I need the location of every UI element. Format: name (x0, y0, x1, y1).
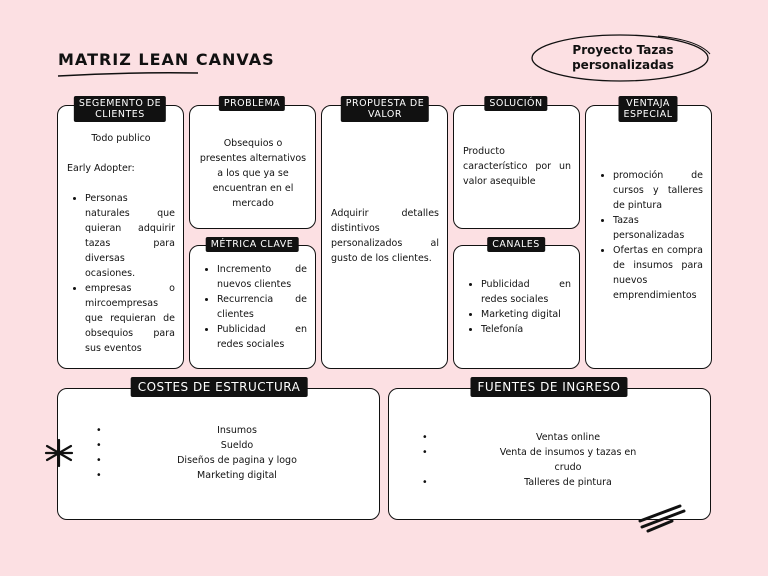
solucion-tag: SOLUCIÓN (484, 96, 548, 111)
list-item: Marketing digital (96, 468, 308, 483)
segmento-list: Personas naturales que quieran adquirir … (67, 191, 175, 356)
list-item: promoción de cursos y talleres de pintur… (613, 168, 703, 213)
ventaja-list: promoción de cursos y talleres de pintur… (595, 168, 703, 303)
metrica-tag: MÉTRICA CLAVE (205, 237, 299, 252)
canales-content: Publicidad en redes sociales Marketing d… (463, 277, 571, 337)
ventaja-card (585, 105, 712, 369)
fuentes-content: Ventas online Venta de insumos y tazas e… (422, 430, 644, 490)
problema-text: Obsequios o presentes alternativos a los… (199, 138, 307, 209)
ventaja-content: promoción de cursos y talleres de pintur… (595, 168, 703, 303)
costes-content: Insumos Sueldo Diseños de pagina y logo … (96, 423, 308, 483)
project-name: Proyecto Tazas personalizadas (548, 43, 698, 73)
ventaja-tag: VENTAJA ESPECIAL (618, 96, 678, 122)
list-item: Diseños de pagina y logo (96, 453, 308, 468)
list-item: Tazas personalizadas (613, 213, 703, 243)
fuentes-tag: FUENTES DE INGRESO (470, 377, 628, 397)
problema-tag: PROBLEMA (218, 96, 286, 111)
list-item: empresas o mircoempresas que requieran d… (85, 281, 175, 356)
asterisk-doodle-icon (44, 438, 74, 468)
project-oval (531, 34, 711, 82)
propuesta-card (321, 105, 448, 369)
list-item: Marketing digital (481, 307, 571, 322)
costes-card (57, 388, 380, 520)
segmento-tag-line2: CLIENTES (95, 109, 145, 120)
project-name-line1: Proyecto Tazas (572, 43, 674, 57)
metrica-card (189, 245, 316, 369)
propuesta-tag: PROPUESTA DE VALOR (340, 96, 430, 122)
segmento-content: Todo publico Early Adopter: Personas nat… (67, 131, 175, 356)
title-underline (57, 72, 199, 77)
ventaja-tag-line2: ESPECIAL (623, 109, 673, 120)
problema-card (189, 105, 316, 229)
scribble-doodle-icon (638, 504, 686, 533)
page-title: MATRIZ LEAN CANVAS (58, 50, 275, 69)
list-item: Talleres de pintura (422, 475, 644, 490)
list-item: Insumos (96, 423, 308, 438)
propuesta-tag-line2: VALOR (368, 109, 402, 120)
list-item: Ofertas en compra de insumos para nuevos… (613, 243, 703, 303)
list-item: Sueldo (96, 438, 308, 453)
propuesta-text: Adquirir detalles distintivos personaliz… (331, 208, 439, 264)
list-item: Recurrencia de clientes (217, 292, 307, 322)
list-item: Personas naturales que quieran adquirir … (85, 191, 175, 281)
segmento-card (57, 105, 184, 369)
canales-list: Publicidad en redes sociales Marketing d… (463, 277, 571, 337)
list-item: Telefonía (481, 322, 571, 337)
metrica-content: Incremento de nuevos clientes Recurrenci… (199, 262, 307, 352)
solucion-text: Producto característico por un valor ase… (463, 146, 571, 187)
ventaja-tag-line1: VENTAJA (626, 98, 670, 109)
project-name-line2: personalizadas (572, 58, 674, 72)
metrica-list: Incremento de nuevos clientes Recurrenci… (199, 262, 307, 352)
segmento-intro: Todo publico (91, 133, 151, 144)
list-item: Incremento de nuevos clientes (217, 262, 307, 292)
segmento-tag: SEGEMENTO DE CLIENTES (73, 96, 167, 122)
list-item: Publicidad en redes sociales (481, 277, 571, 307)
propuesta-tag-line1: PROPUESTA DE (345, 98, 425, 109)
segmento-early: Early Adopter: (67, 163, 135, 174)
canales-tag: CANALES (487, 237, 545, 252)
list-item: Ventas online (422, 430, 644, 445)
list-item: Publicidad en redes sociales (217, 322, 307, 352)
canales-card (453, 245, 580, 369)
costes-list: Insumos Sueldo Diseños de pagina y logo … (96, 423, 308, 483)
list-item: Venta de insumos y tazas en crudo (422, 445, 644, 475)
fuentes-card (388, 388, 711, 520)
costes-tag: COSTES DE ESTRUCTURA (130, 377, 308, 397)
segmento-tag-line1: SEGEMENTO DE (78, 98, 162, 109)
fuentes-list: Ventas online Venta de insumos y tazas e… (422, 430, 644, 490)
